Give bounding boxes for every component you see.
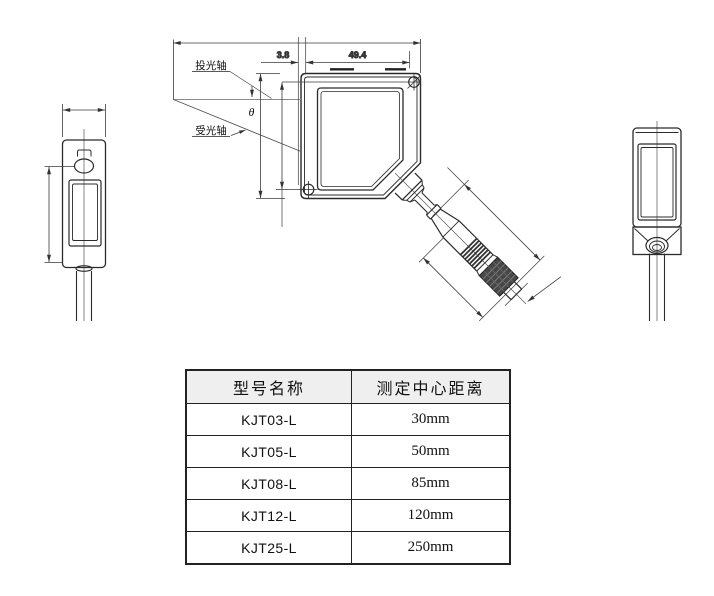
receiver-axis-line — [173, 99, 302, 152]
main-front-view — [299, 68, 422, 200]
emitter-axis-label: 投光轴 — [195, 59, 227, 72]
header-model-name: 型号名称 — [187, 371, 352, 403]
receiver-axis-label: 受光轴 — [195, 124, 227, 137]
left-view-window-outer — [68, 179, 102, 247]
distance-cell: 50mm — [411, 443, 450, 459]
table-row: KJT12-L 120mm — [187, 499, 509, 531]
left-view-lens — [73, 158, 95, 174]
header-measure-distance: 测定中心距离 — [376, 381, 485, 398]
right-view-gland-block — [632, 226, 682, 256]
table-row: KJT25-L 250mm — [187, 531, 509, 563]
model-cell: KJT03-L — [187, 404, 352, 435]
cable-connector-assembly — [394, 167, 562, 322]
model-cell: KJT08-L — [187, 468, 352, 499]
dim-offset-value: 3.8 — [277, 50, 290, 60]
table-row: KJT03-L 30mm — [187, 403, 509, 435]
left-view-body — [61, 139, 107, 269]
main-window — [316, 87, 404, 191]
spec-table: 型号名称 测定中心距离 KJT03-L 30mm KJT05-L 50mm KJ… — [185, 369, 511, 565]
mounting-hole-bottom-left — [299, 181, 318, 198]
left-view-dimensions — [44, 104, 106, 263]
optical-axes: 投光轴 受光轴 θ — [173, 39, 302, 152]
model-cell: KJT05-L — [187, 436, 352, 467]
connector-knurled-nut — [478, 256, 519, 297]
left-view-window-inner — [72, 183, 98, 241]
distance-cell: 120mm — [407, 507, 454, 523]
cable-dimensions — [418, 167, 562, 322]
spec-table-header-row: 型号名称 测定中心距离 — [187, 371, 509, 403]
main-window-inner — [320, 91, 400, 187]
left-side-view — [44, 104, 107, 321]
main-body-outline — [300, 72, 422, 200]
model-cell: KJT12-L — [187, 500, 352, 531]
left-view-top-tab — [77, 149, 92, 157]
main-left-dimensions — [256, 73, 421, 227]
distance-cell: 85mm — [411, 475, 450, 491]
distance-cell: 250mm — [407, 539, 454, 555]
right-side-view — [632, 121, 682, 321]
left-view-cable-gland — [75, 265, 93, 272]
right-view-gland-ring — [645, 236, 669, 255]
top-dimensions: 3.8 49.4 — [173, 37, 421, 185]
right-view-window-outer — [637, 143, 677, 221]
dim-width-value: 49.4 — [349, 50, 367, 60]
table-row: KJT08-L 85mm — [187, 467, 509, 499]
theta-angle-label: θ — [249, 105, 255, 119]
table-row: KJT05-L 50mm — [187, 435, 509, 467]
right-view-window-inner — [640, 147, 674, 218]
distance-cell: 30mm — [411, 411, 450, 427]
model-cell: KJT25-L — [187, 532, 352, 563]
